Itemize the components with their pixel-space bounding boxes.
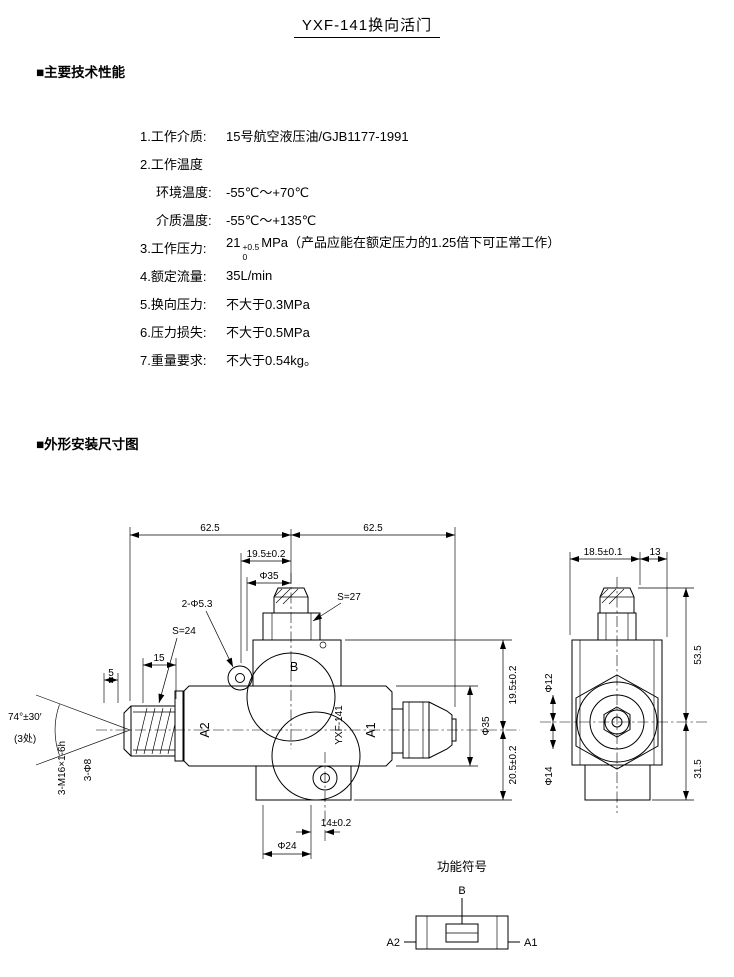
spec-row: 5.换向压力: 不大于0.3MPa xyxy=(140,289,734,317)
spec-row: 6.压力损失: 不大于0.5MPa xyxy=(140,317,734,345)
front-view-geometry xyxy=(123,587,457,801)
label-s27: S=27 xyxy=(337,592,361,603)
spec-label: 6.压力损失: xyxy=(140,324,207,340)
label-thread-m16: 3-M16×1-6h xyxy=(57,741,68,795)
spec-value: -55℃～+70℃ xyxy=(226,184,310,200)
dim-angle-note: (3处) xyxy=(14,733,36,745)
label-3-phi8: 3-Φ8 xyxy=(83,758,94,781)
dim-62-5-left: 62.5 xyxy=(200,523,220,534)
front-view: B A2 YXF-141 A1 xyxy=(8,523,520,859)
dim-14: 14±0.2 xyxy=(321,818,352,829)
dim-phi14: Φ14 xyxy=(544,766,555,786)
pressure-value: 21 xyxy=(226,234,241,250)
spec-label: 7.重量要求: xyxy=(140,352,207,368)
dim-phi35-right: Φ35 xyxy=(481,716,492,736)
spec-value: 不大于0.3MPa xyxy=(226,296,310,312)
spec-label: 3.工作压力: xyxy=(140,240,207,256)
dim-31-5: 31.5 xyxy=(693,759,704,779)
pressure-note: MPa（产品应能在额定压力的1.25倍下可正常工作） xyxy=(261,234,561,250)
spec-label: 5.换向压力: xyxy=(140,296,207,312)
side-view-centerlines xyxy=(540,577,708,813)
function-symbol: 功能符号 B A2 A1 xyxy=(387,859,537,950)
spec-list: 1.工作介质: 15号航空液压油/GJB1177-1991 2.工作温度 环境温… xyxy=(140,121,734,373)
side-view: 18.5±0.1 13 Φ12 Φ14 53.5 31.5 xyxy=(540,547,708,813)
dim-19-5-right: 19.5±0.2 xyxy=(508,665,519,704)
document-title: YXF-141换向活门 xyxy=(0,0,734,38)
spec-row: 环境温度: -55℃～+70℃ xyxy=(140,177,734,205)
spec-value: -55℃～+135℃ xyxy=(226,212,317,228)
dim-13: 13 xyxy=(649,547,661,558)
dim-19-5-top: 19.5±0.2 xyxy=(247,549,286,560)
label-2-phi5-3: 2-Φ5.3 xyxy=(182,599,213,610)
dim-15: 15 xyxy=(153,653,165,664)
section-heading-outline: ■外形安装尺寸图 xyxy=(36,437,139,452)
spec-value: 不大于0.5MPa xyxy=(226,324,310,340)
function-symbol-geometry xyxy=(404,898,520,950)
side-view-geometry xyxy=(571,587,663,801)
spec-value: 15号航空液压油/GJB1177-1991 xyxy=(226,128,409,144)
spec-row: 介质温度: -55℃～+135℃ xyxy=(140,205,734,233)
symbol-port-b: B xyxy=(458,885,465,897)
dimension-drawing: B A2 YXF-141 A1 xyxy=(8,523,708,950)
symbol-port-a1: A1 xyxy=(524,937,537,949)
spec-value: 不大于0.54kg。 xyxy=(226,352,318,368)
spec-label: 介质温度: xyxy=(156,212,212,228)
spec-row: 4.额定流量: 35L/min xyxy=(140,261,734,289)
spec-label: 2.工作温度 xyxy=(140,156,203,172)
tolerance-lower: 0 xyxy=(242,251,248,262)
dim-angle: 74°±30′ xyxy=(8,712,42,723)
section-heading-performance: ■主要技术性能 xyxy=(36,65,126,80)
document-title-text: YXF-141换向活门 xyxy=(293,17,441,38)
spec-row: 7.重量要求: 不大于0.54kg。 xyxy=(140,345,734,373)
spec-label: 环境温度: xyxy=(156,184,212,200)
dim-53-5: 53.5 xyxy=(693,645,704,665)
spec-label: 1.工作介质: xyxy=(140,128,207,144)
dim-18-5: 18.5±0.1 xyxy=(584,547,623,558)
model-label: YXF-141 xyxy=(334,705,345,745)
spec-row: 2.工作温度 xyxy=(140,149,734,177)
side-view-dimensions xyxy=(550,552,694,801)
front-view-dimensions xyxy=(35,527,512,859)
dim-62-5-right: 62.5 xyxy=(363,523,383,534)
dim-phi12: Φ12 xyxy=(544,673,555,693)
port-label-a1: A1 xyxy=(364,722,378,737)
spec-value: 35L/min xyxy=(226,267,273,283)
spec-row: 1.工作介质: 15号航空液压油/GJB1177-1991 xyxy=(140,121,734,149)
dim-20-5-right: 20.5±0.2 xyxy=(508,745,519,784)
tolerance-upper: +0.5 xyxy=(242,241,260,252)
dim-phi35-top: Φ35 xyxy=(259,571,279,582)
dim-5: 5 xyxy=(108,668,114,679)
symbol-title: 功能符号 xyxy=(437,859,487,874)
symbol-port-a2: A2 xyxy=(387,937,400,949)
port-label-a2: A2 xyxy=(198,722,212,737)
port-label-b: B xyxy=(290,660,298,674)
dim-phi24: Φ24 xyxy=(277,841,297,852)
label-s24: S=24 xyxy=(172,626,196,637)
spec-label: 4.额定流量: xyxy=(140,268,207,284)
